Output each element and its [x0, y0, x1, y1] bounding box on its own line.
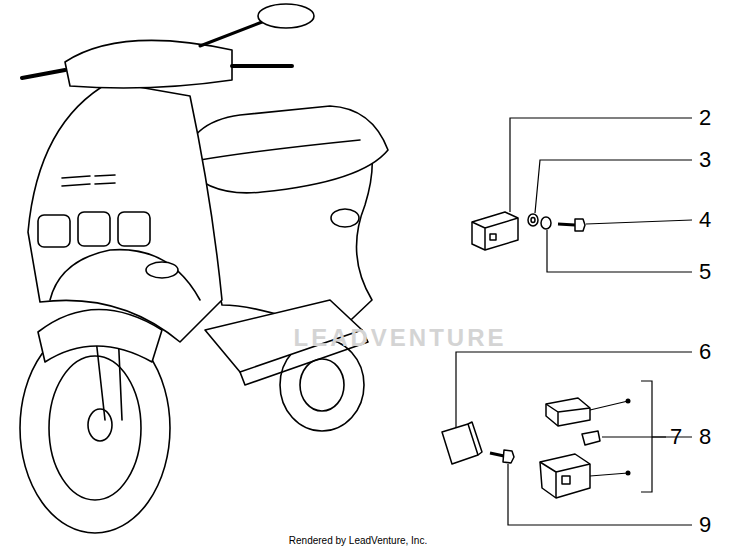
callout-number: 8 [699, 426, 711, 448]
bracket-dots [626, 399, 631, 476]
callout-number: 4 [699, 209, 711, 231]
credit-note: Rendered by LeadVenture, Inc. [289, 536, 427, 546]
callout-number: 9 [699, 514, 711, 536]
leader-lines [456, 118, 692, 525]
callout-number: 5 [699, 261, 711, 283]
callout-number: 7 [670, 426, 682, 448]
callout-number: 6 [699, 341, 711, 363]
callout-number: 3 [699, 149, 711, 171]
watermark: LEADVENTURE [293, 326, 506, 350]
callout-number: 2 [699, 107, 711, 129]
